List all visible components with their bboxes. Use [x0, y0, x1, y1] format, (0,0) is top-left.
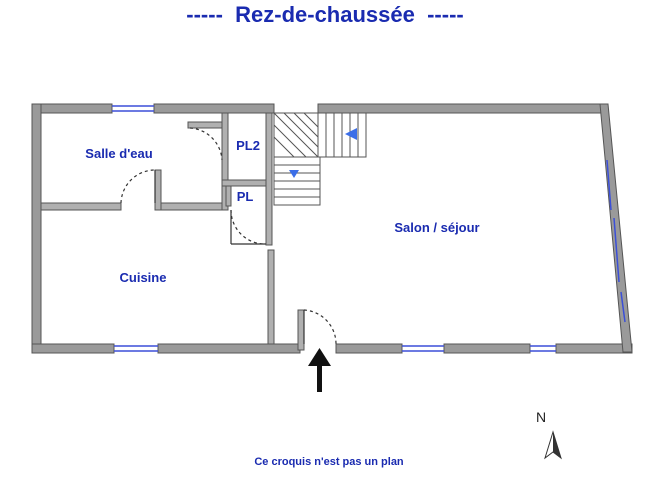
wall-bottom-2: [157, 343, 301, 354]
stair-arrow-left-icon: [345, 128, 357, 140]
footer-note: Ce croquis n'est pas un plan: [254, 456, 404, 468]
wall-left: [31, 103, 42, 353]
wall-sde-stub: [187, 121, 223, 129]
window-right-3: [620, 291, 626, 323]
room-label-pl: PL: [237, 189, 254, 204]
wall-pl2-left: [221, 112, 229, 211]
wall-top-right: [317, 103, 609, 114]
wall-top-left: [31, 103, 113, 114]
wall-sde-cuisine-1: [40, 202, 122, 211]
window-right-2: [613, 217, 620, 283]
wall-top-mid: [153, 103, 275, 114]
room-label-salle-eau: Salle d'eau: [85, 146, 152, 161]
wall-bottom-3: [335, 343, 403, 354]
wall-entry-stub: [297, 309, 305, 351]
room-label-cuisine: Cuisine: [120, 270, 167, 285]
wall-cuisine-right: [267, 249, 275, 345]
room-label-pl2: PL2: [236, 138, 260, 153]
door-entry: [303, 309, 337, 345]
compass-icon: [544, 430, 562, 460]
wall-pl-left: [225, 185, 232, 207]
room-label-salon: Salon / séjour: [394, 220, 479, 235]
compass-label: N: [536, 409, 547, 425]
entrance-arrow-icon: [308, 348, 331, 392]
door-salle-eau-bottom: [120, 169, 156, 204]
wall-bottom-1: [31, 343, 115, 354]
door-salle-eau-top: [189, 127, 223, 161]
window-right-1: [606, 159, 612, 211]
wall-sde-right: [154, 169, 162, 211]
door-pl: [230, 209, 267, 245]
wall-sde-cuisine-2: [154, 202, 228, 211]
wall-bottom-5: [555, 343, 633, 354]
stair-arrow-down-icon: [289, 170, 299, 178]
page-title: ----- Rez-de-chaussée -----: [186, 2, 464, 27]
wall-pl2-right: [265, 112, 273, 246]
wall-bottom-4: [443, 343, 531, 354]
wall-pl2-bottom: [221, 179, 273, 187]
wall-right: [599, 103, 633, 353]
staircase: [273, 112, 367, 206]
